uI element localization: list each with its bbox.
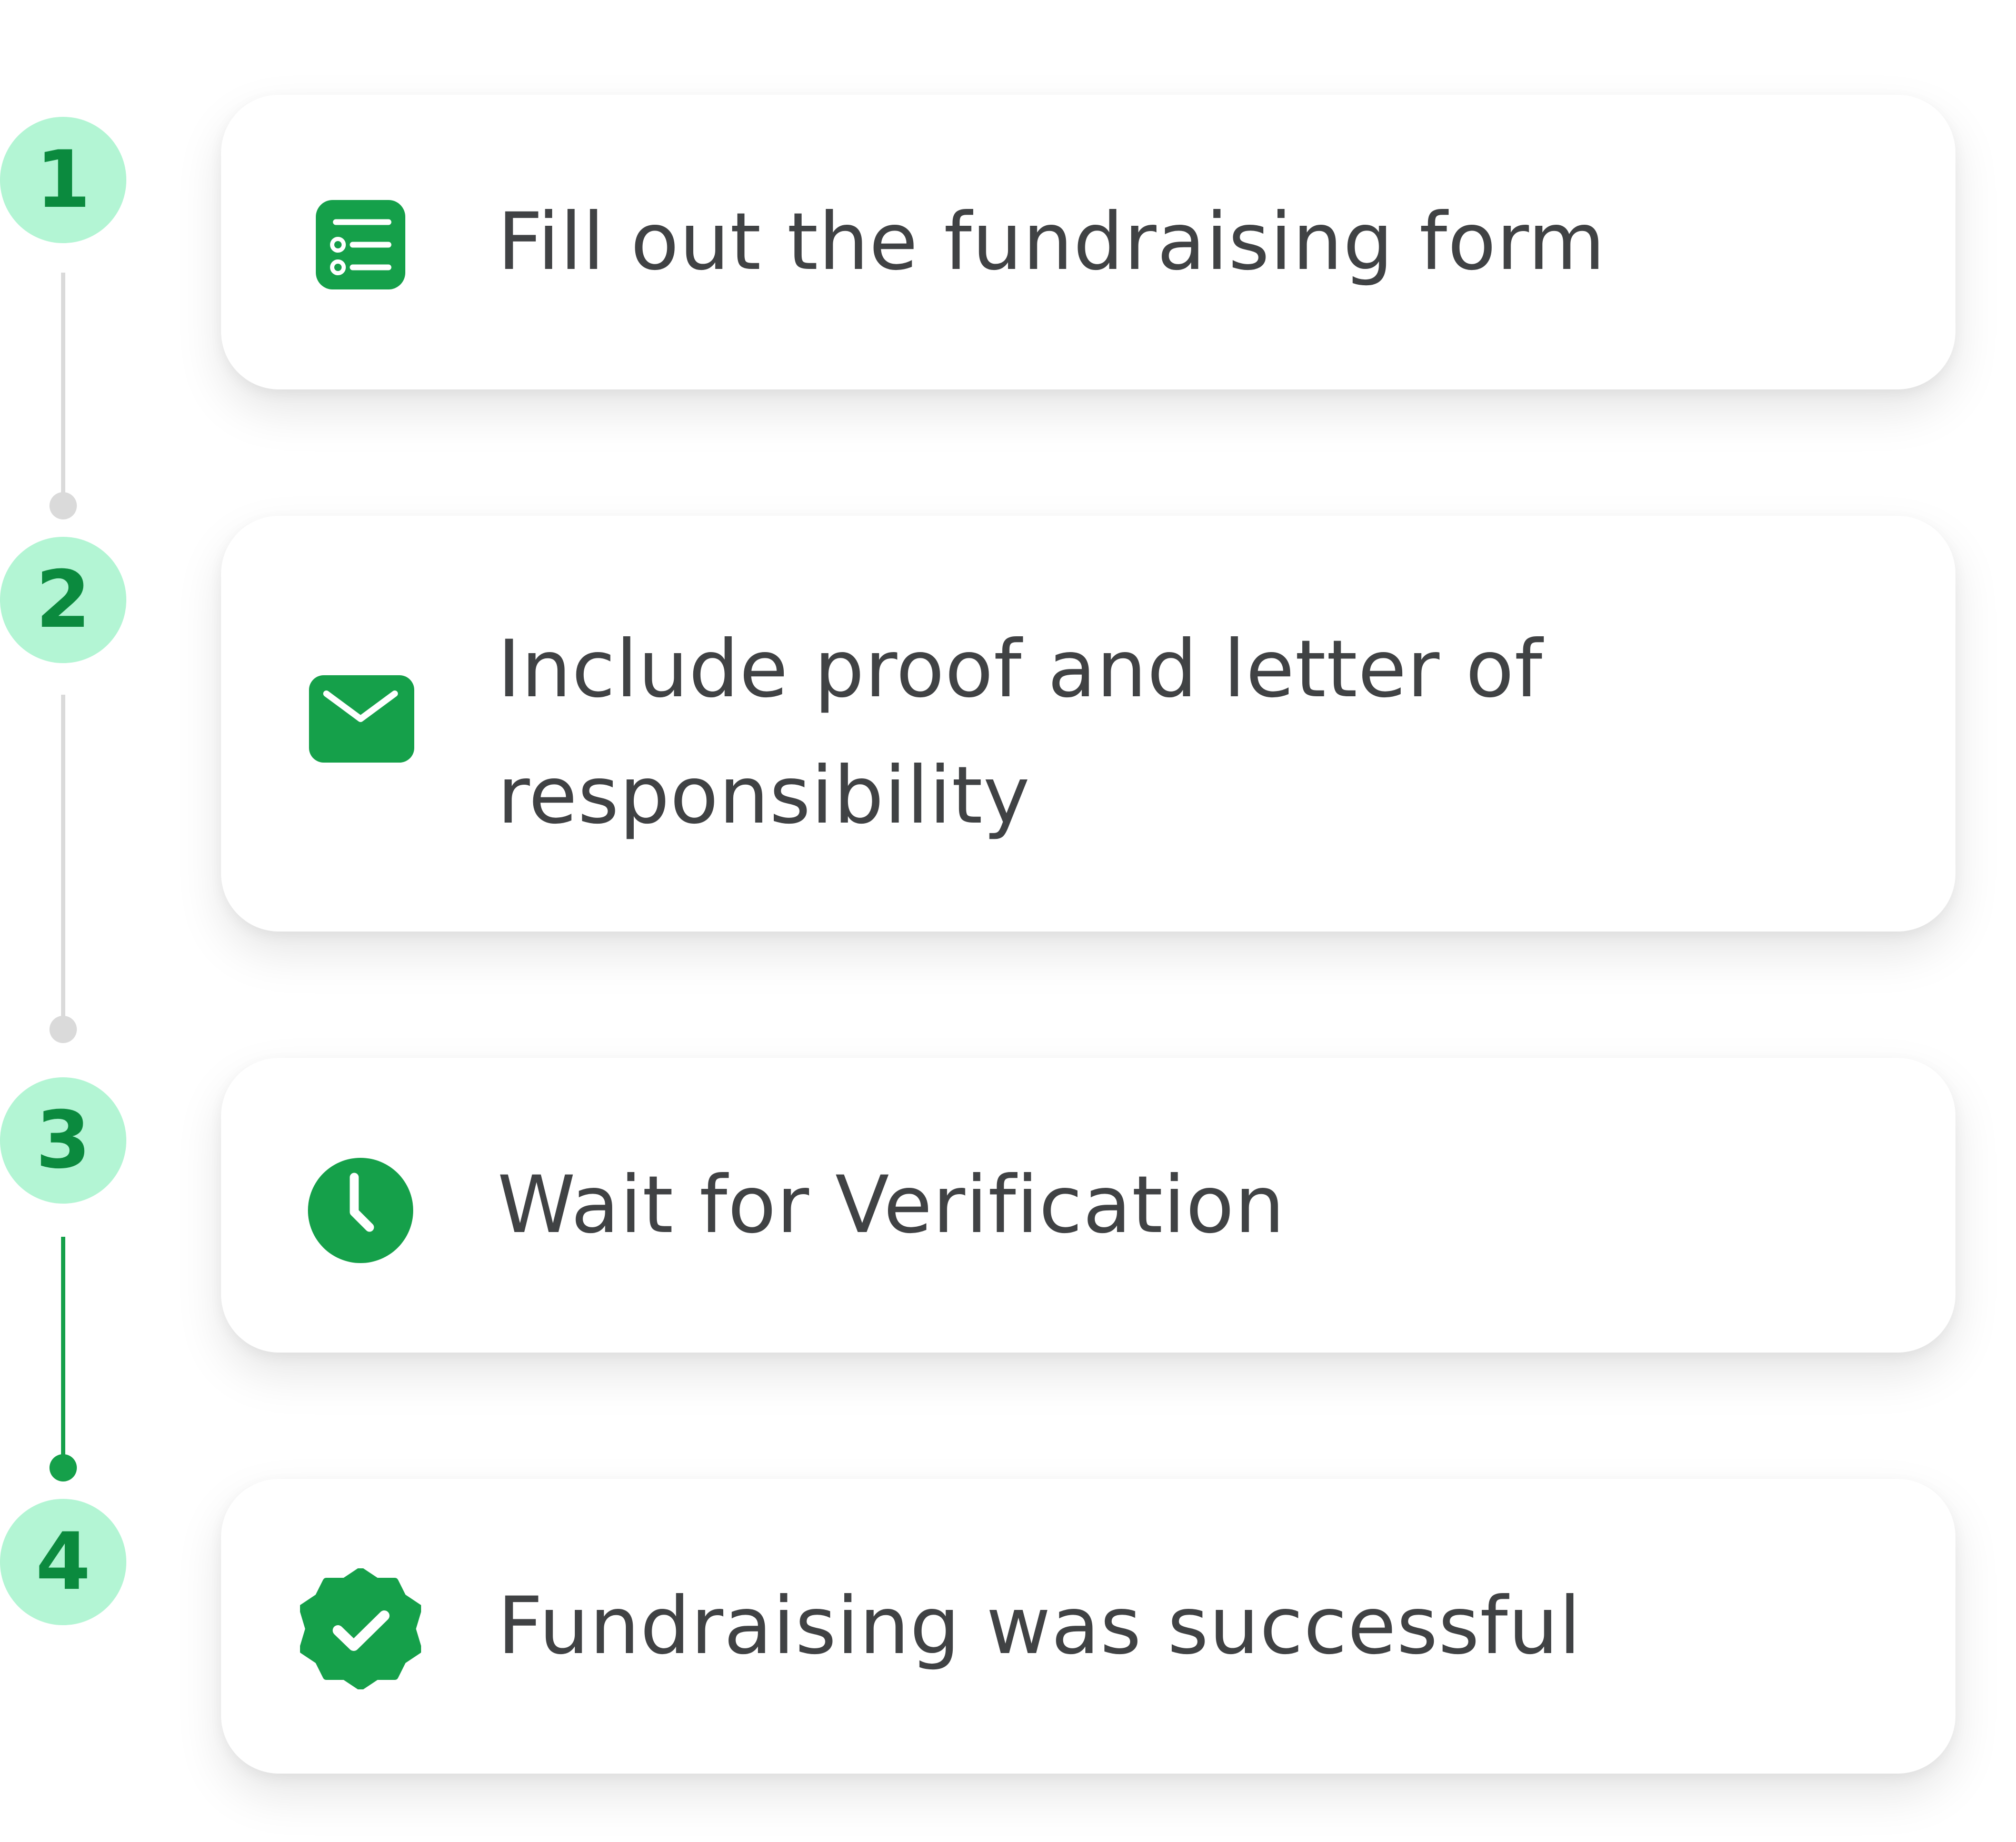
step-card-wait-verification: Wait for Verification	[221, 1058, 1955, 1353]
step-number-badge: 4	[0, 1499, 126, 1625]
step-number-badge: 1	[0, 117, 126, 243]
step-label: Include proof and letter of responsibili…	[497, 624, 1543, 842]
connector-dot-active	[49, 1454, 77, 1481]
step-number-badge: 2	[0, 537, 126, 663]
form-list-icon	[316, 200, 405, 289]
envelope-icon	[309, 675, 414, 763]
step-card-fill-form: Fill out the fundraising form	[221, 95, 1955, 389]
clock-icon	[308, 1158, 413, 1263]
connector-dot	[49, 492, 77, 519]
connector-line	[61, 273, 65, 500]
step-card-include-proof: Include proof and letter of responsibili…	[221, 516, 1955, 932]
connector-dot	[49, 1016, 77, 1043]
step-card-success: Fundraising was successful	[221, 1479, 1955, 1774]
step-label: Wait for Verification	[497, 1159, 1285, 1251]
connector-line-active	[61, 1237, 65, 1463]
step-label: Fundraising was successful	[497, 1580, 1582, 1672]
connector-line	[61, 695, 65, 1026]
step-number-badge: 3	[0, 1077, 126, 1204]
step-label: Fill out the fundraising form	[497, 196, 1606, 288]
verified-check-badge-icon	[300, 1568, 421, 1689]
